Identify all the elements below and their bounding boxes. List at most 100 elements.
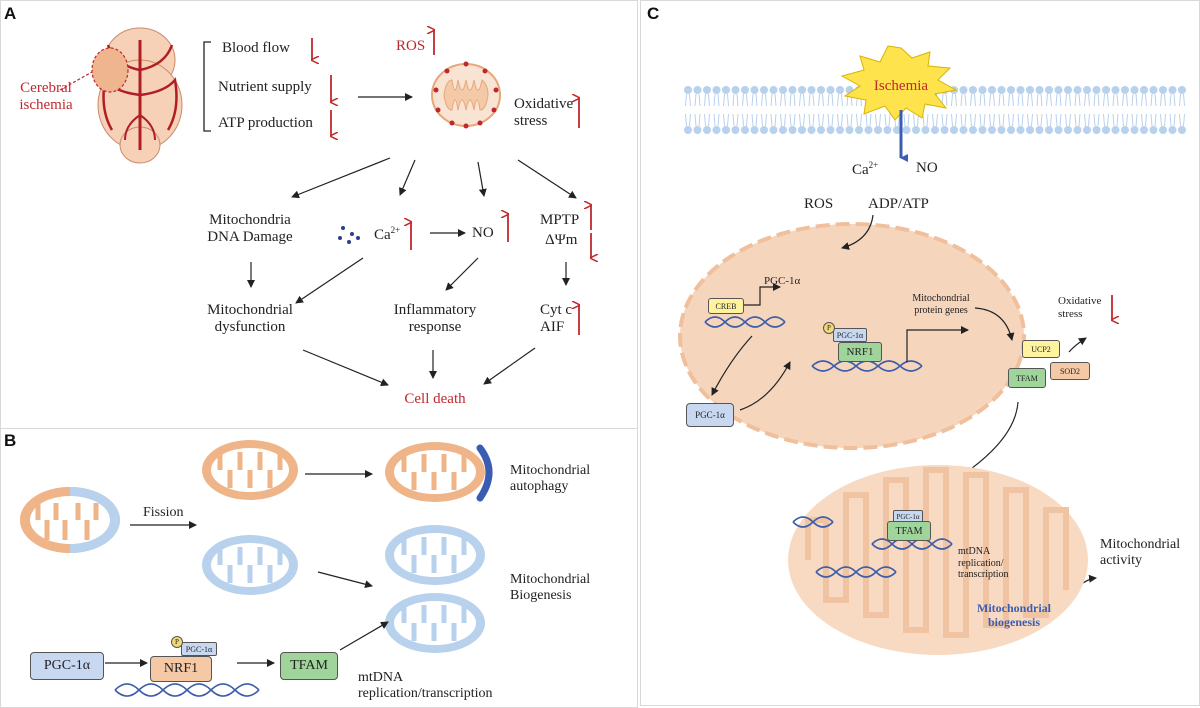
lipid-head	[779, 126, 787, 134]
cell-membrane	[684, 86, 1186, 134]
lipid-head	[703, 126, 711, 134]
lipid-tail	[989, 93, 995, 107]
ca-label-c: Ca2+	[852, 160, 878, 179]
lipid-head	[845, 126, 854, 134]
lipid-tail	[960, 93, 967, 107]
lipid-tail	[818, 113, 824, 127]
lipid-head	[1159, 126, 1167, 134]
lipid-tail	[799, 93, 805, 107]
mtdna-label-b: mtDNA replication/transcription	[358, 670, 493, 702]
mito-fission-source	[20, 487, 120, 553]
creb-box: CREB	[708, 298, 744, 314]
lipid-tail	[732, 113, 739, 127]
lipid-tail	[865, 113, 872, 127]
lipid-head	[712, 126, 721, 134]
lipid-head	[883, 126, 892, 134]
lipid-head	[722, 126, 730, 134]
lipid-head	[969, 86, 977, 94]
mito-orange-1	[202, 440, 298, 500]
lipid-head	[931, 126, 939, 134]
lipid-head	[798, 126, 806, 134]
lipid-tail	[1046, 93, 1052, 107]
lipid-head	[1092, 86, 1101, 94]
red-arrows-a	[312, 30, 591, 335]
lipid-head	[940, 126, 949, 134]
lipid-tail	[1103, 93, 1109, 107]
lipid-tail	[951, 113, 957, 127]
cristae-mixed	[35, 503, 99, 540]
lipid-head	[1073, 126, 1082, 134]
lipid-head	[988, 86, 996, 94]
lipid-tail	[789, 113, 796, 127]
lipid-head	[817, 126, 825, 134]
lipid-tail	[922, 113, 929, 127]
ca-superscript-c: 2+	[868, 160, 879, 170]
autophagy-label: Mitochondrial autophagy	[510, 463, 591, 495]
bracket	[203, 41, 211, 132]
oxidative-stress-label-a: Oxidative stress	[514, 96, 574, 130]
nrf1-box-c: NRF1	[838, 342, 882, 362]
lipid-tail	[1179, 93, 1185, 107]
lipid-tail	[970, 113, 976, 127]
lipid-head	[1140, 86, 1148, 94]
nutrient-supply-label: Nutrient supply	[218, 79, 312, 95]
lipid-tail	[1179, 113, 1185, 127]
lipid-tail	[808, 113, 815, 127]
lipid-tail	[970, 93, 976, 107]
lipid-tail	[1065, 93, 1071, 107]
lipid-tail	[960, 113, 967, 127]
lipid-head	[1178, 126, 1186, 134]
lipid-tail	[979, 93, 986, 107]
lipid-head	[1168, 126, 1177, 134]
lipid-head	[902, 126, 911, 134]
mito-blue-2	[385, 525, 485, 585]
adp-atp-label: ADP/ATP	[868, 196, 929, 212]
dna-helix-b	[114, 683, 260, 697]
lipid-head	[1102, 86, 1110, 94]
mito-orange-2	[385, 442, 493, 502]
phospho-badge-c: P	[823, 322, 835, 334]
lipid-head	[1121, 86, 1129, 94]
lipid-tail	[1084, 113, 1090, 127]
oxidative-stress-label-c: Oxidative stress	[1058, 295, 1102, 320]
lipid-tail	[780, 113, 786, 127]
lipid-tail	[837, 93, 843, 107]
lipid-tail	[732, 93, 739, 107]
mito-blue-1	[202, 535, 298, 595]
lipid-tail	[799, 113, 805, 127]
lipid-tail	[1074, 93, 1081, 107]
lipid-tail	[1093, 113, 1100, 127]
lipid-head	[836, 126, 844, 134]
lipid-tail	[884, 113, 891, 127]
pgc1a-small-box-mito: PGC-1α	[893, 510, 923, 523]
lipid-head	[693, 126, 702, 134]
phospho-badge-b: P	[171, 636, 183, 648]
lipid-head	[779, 86, 787, 94]
lipid-tail	[704, 113, 710, 127]
cerebral-ischemia-label: Cerebral ischemia	[19, 80, 73, 114]
lipid-tail	[837, 113, 843, 127]
lipid-head	[1168, 86, 1177, 94]
lipid-tail	[761, 93, 767, 107]
lipid-head	[874, 126, 882, 134]
lipid-tail	[808, 93, 815, 107]
cell-death-label: Cell death	[404, 391, 466, 407]
lipid-head	[817, 86, 825, 94]
lipid-tail	[1027, 113, 1033, 127]
lipid-tail	[827, 93, 834, 107]
flow-arrows-a	[247, 93, 577, 387]
ca-text-c: Ca	[852, 162, 869, 178]
lipid-head	[1045, 86, 1053, 94]
lipid-head	[1092, 126, 1101, 134]
lipid-tail	[932, 113, 938, 127]
mito-activity-label: Mitochondrial activity	[1100, 537, 1181, 569]
inflammatory-response-label: Inflammatory response	[393, 302, 477, 336]
lipid-head	[684, 86, 692, 94]
panel-letter-b: B	[4, 431, 17, 450]
lipid-head	[826, 86, 835, 94]
lipid-tail	[780, 93, 786, 107]
mito-protein-genes-label: Mitochondrial protein genes	[912, 293, 970, 316]
lipid-head	[703, 86, 711, 94]
lipid-tail	[685, 93, 691, 107]
